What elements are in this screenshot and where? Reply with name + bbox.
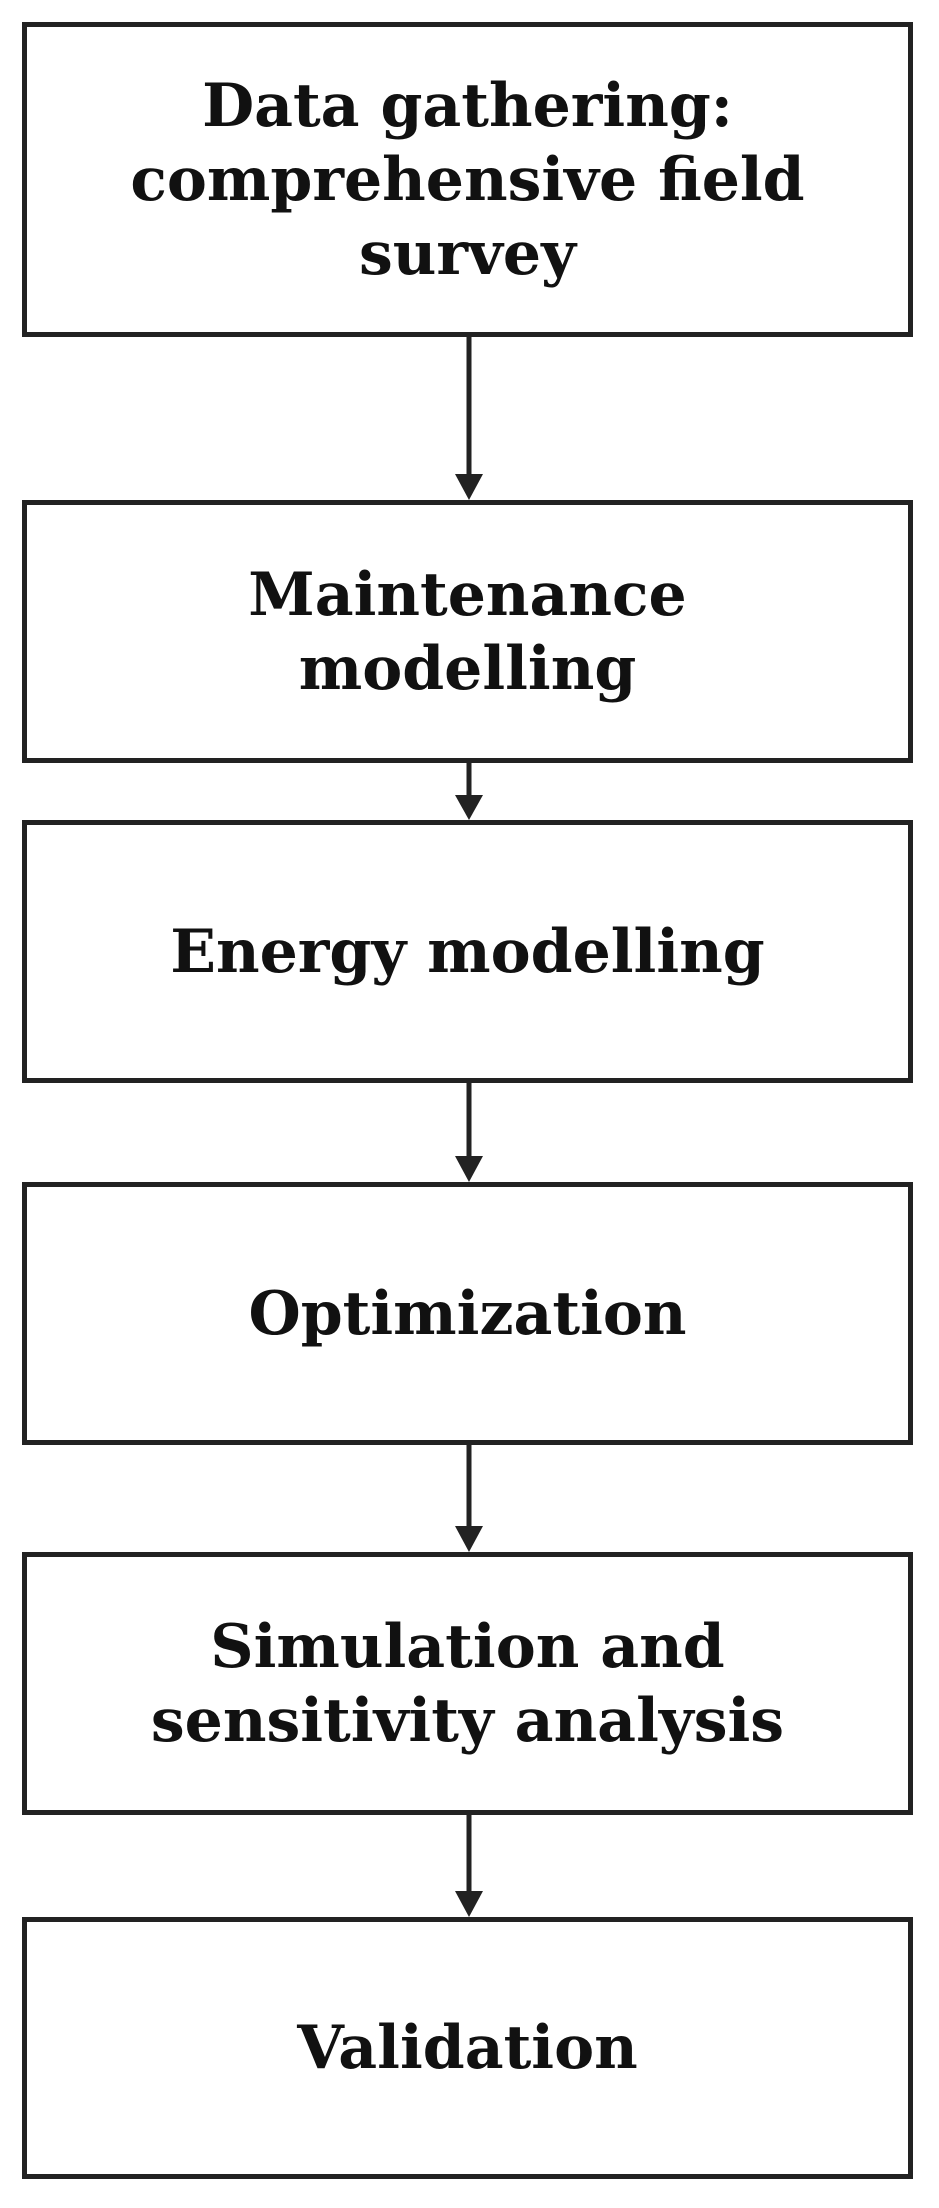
step-energy-modelling: Energy modelling bbox=[22, 820, 913, 1083]
arrow-down-icon bbox=[455, 1083, 483, 1182]
step-maintenance-modelling: Maintenance modelling bbox=[22, 500, 913, 763]
step-data-gathering: Data gathering: comprehensive field surv… bbox=[22, 22, 913, 337]
arrow-down-icon bbox=[455, 763, 483, 820]
step-label: Maintenance modelling bbox=[248, 559, 687, 704]
step-optimization: Optimization bbox=[22, 1182, 913, 1445]
arrow-down-icon bbox=[455, 1445, 483, 1552]
step-label: Validation bbox=[297, 2013, 638, 2083]
step-validation: Validation bbox=[22, 1917, 913, 2179]
step-simulation-sensitivity: Simulation and sensitivity analysis bbox=[22, 1552, 913, 1815]
step-label: Energy modelling bbox=[170, 916, 765, 987]
step-label: Data gathering: comprehensive field surv… bbox=[130, 70, 805, 289]
step-label: Simulation and sensitivity analysis bbox=[150, 1611, 785, 1756]
arrow-down-icon bbox=[455, 1815, 483, 1917]
arrow-down-icon bbox=[455, 337, 483, 500]
step-label: Optimization bbox=[248, 1278, 687, 1349]
